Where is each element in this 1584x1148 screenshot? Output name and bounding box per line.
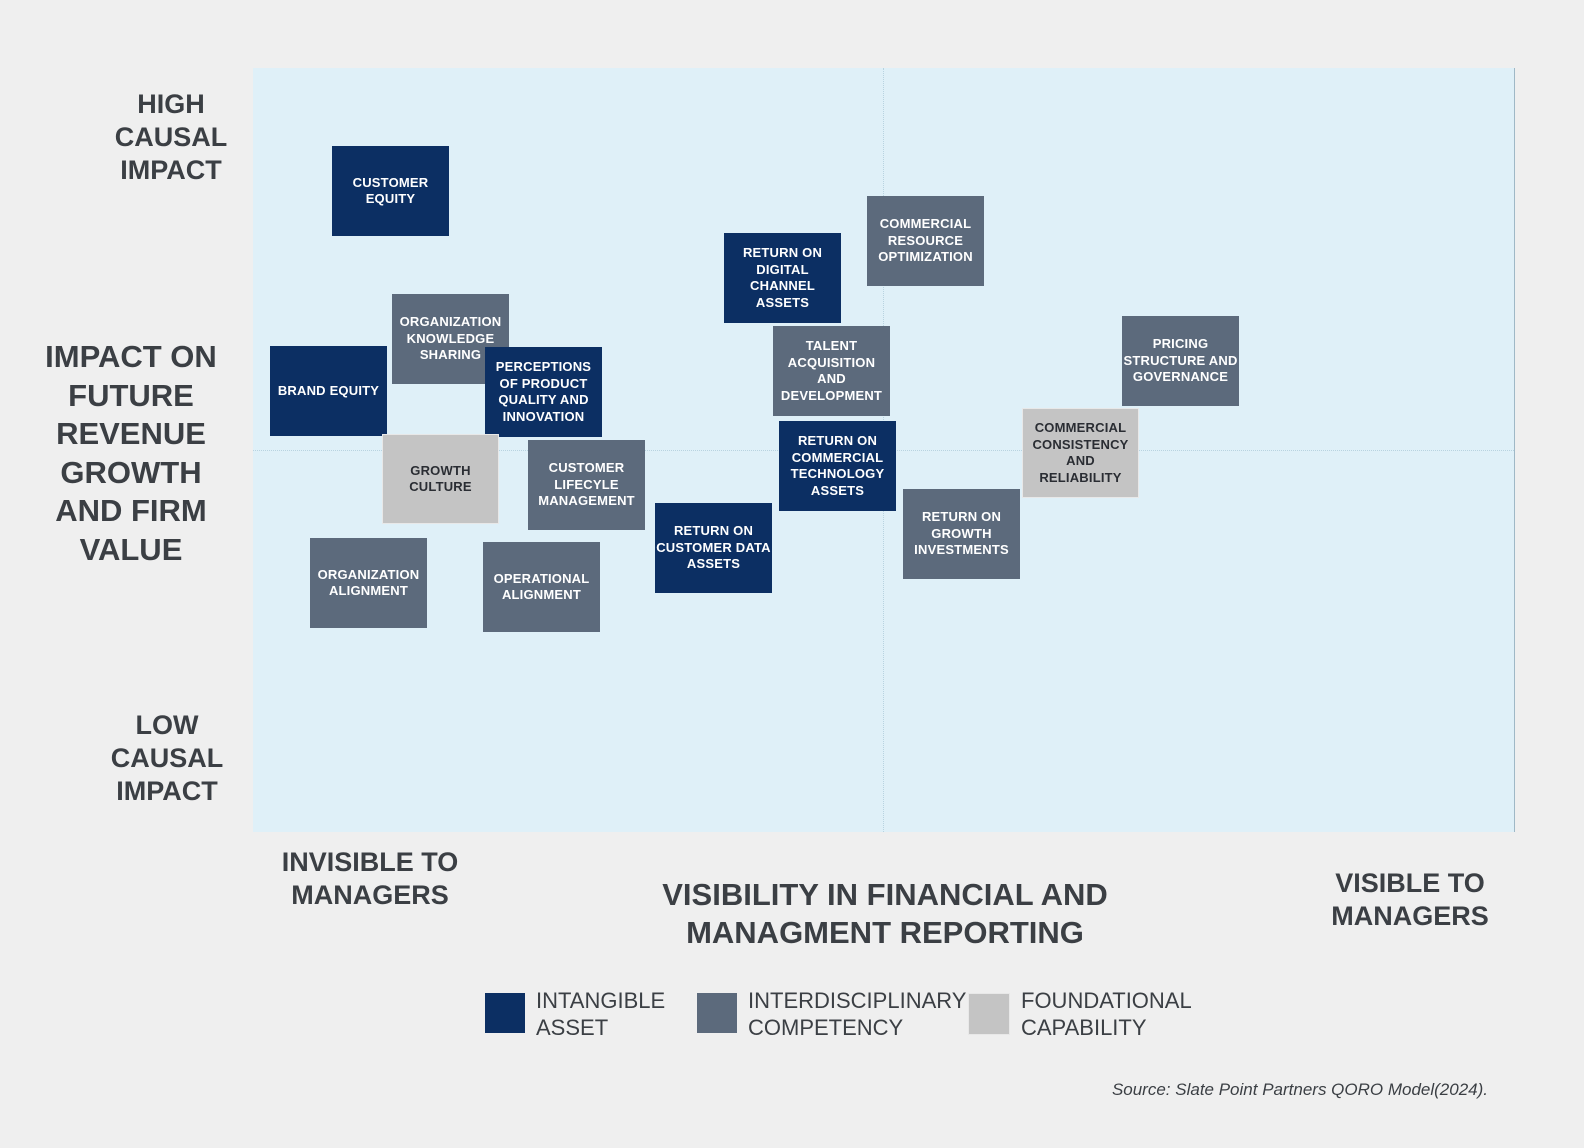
legend-swatch-intangible xyxy=(485,993,525,1033)
legend-item-foundational-capability: FOUNDATIONAL CAPABILITY xyxy=(968,987,1206,1041)
node-brand-equity: BRAND EQUITY xyxy=(270,346,387,436)
legend-swatch-competency xyxy=(697,993,737,1033)
x-axis-title: VISIBILITY IN FINANCIAL AND MANAGMENT RE… xyxy=(662,877,1108,950)
node-talent-acquisition-and-development: TALENT ACQUISITION AND DEVELOPMENT xyxy=(773,326,890,416)
node-operational-alignment: OPERATIONAL ALIGNMENT xyxy=(483,542,600,632)
legend-label: INTANGIBLE ASSET xyxy=(536,988,666,1040)
node-return-on-commercial-technology-assets: RETURN ON COMMERCIAL TECHNOLOGY ASSETS xyxy=(779,421,896,511)
node-commercial-consistency-and-reliability: COMMERCIAL CONSISTENCY AND RELIABILITY xyxy=(1022,408,1139,498)
x-axis-high-label: VISIBLE TO MANAGERS xyxy=(1331,868,1489,931)
node-organization-alignment: ORGANIZATION ALIGNMENT xyxy=(310,538,427,628)
y-axis-high-label: HIGH CAUSAL IMPACT xyxy=(114,89,228,185)
node-return-on-growth-investments: RETURN ON GROWTH INVESTMENTS xyxy=(903,489,1020,579)
node-perceptions-of-product-quality: PERCEPTIONS OF PRODUCT QUALITY AND INNOV… xyxy=(485,347,602,437)
node-organization-knowledge-sharing: ORGANIZATION KNOWLEDGE SHARING xyxy=(392,294,509,384)
source-note: Source: Slate Point Partners QORO Model(… xyxy=(1111,1080,1488,1099)
node-return-on-digital-channel-assets: RETURN ON DIGITAL CHANNEL ASSETS xyxy=(724,233,841,323)
node-customer-lifecycle-management: CUSTOMER LIFECYLE MANAGEMENT xyxy=(528,440,645,530)
y-axis-title: IMPACT ON FUTURE REVENUE GROWTH AND FIRM… xyxy=(45,339,217,567)
x-axis-low-label: INVISIBLE TO MANAGERS xyxy=(281,847,459,910)
legend-item-intangible-asset: INTANGIBLE ASSET xyxy=(485,987,676,1041)
y-axis-low-label: LOW CAUSAL IMPACT xyxy=(110,710,224,806)
node-growth-culture: GROWTH CULTURE xyxy=(382,434,499,524)
legend-label: INTERDISCIPLINARY COMPETENCY xyxy=(748,988,967,1040)
legend-item-interdisciplinary-competency: INTERDISCIPLINARY COMPETENCY xyxy=(697,987,973,1041)
node-customer-equity: CUSTOMER EQUITY xyxy=(332,146,449,236)
node-commercial-resource-optimization: COMMERCIAL RESOURCE OPTIMIZATION xyxy=(867,196,984,286)
legend-label: FOUNDATIONAL CAPABILITY xyxy=(1021,988,1191,1040)
legend-swatch-foundational xyxy=(968,993,1010,1035)
node-return-on-customer-data-assets: RETURN ON CUSTOMER DATA ASSETS xyxy=(655,503,772,593)
node-pricing-structure-and-governance: PRICING STRUCTURE AND GOVERNANCE xyxy=(1122,316,1239,406)
